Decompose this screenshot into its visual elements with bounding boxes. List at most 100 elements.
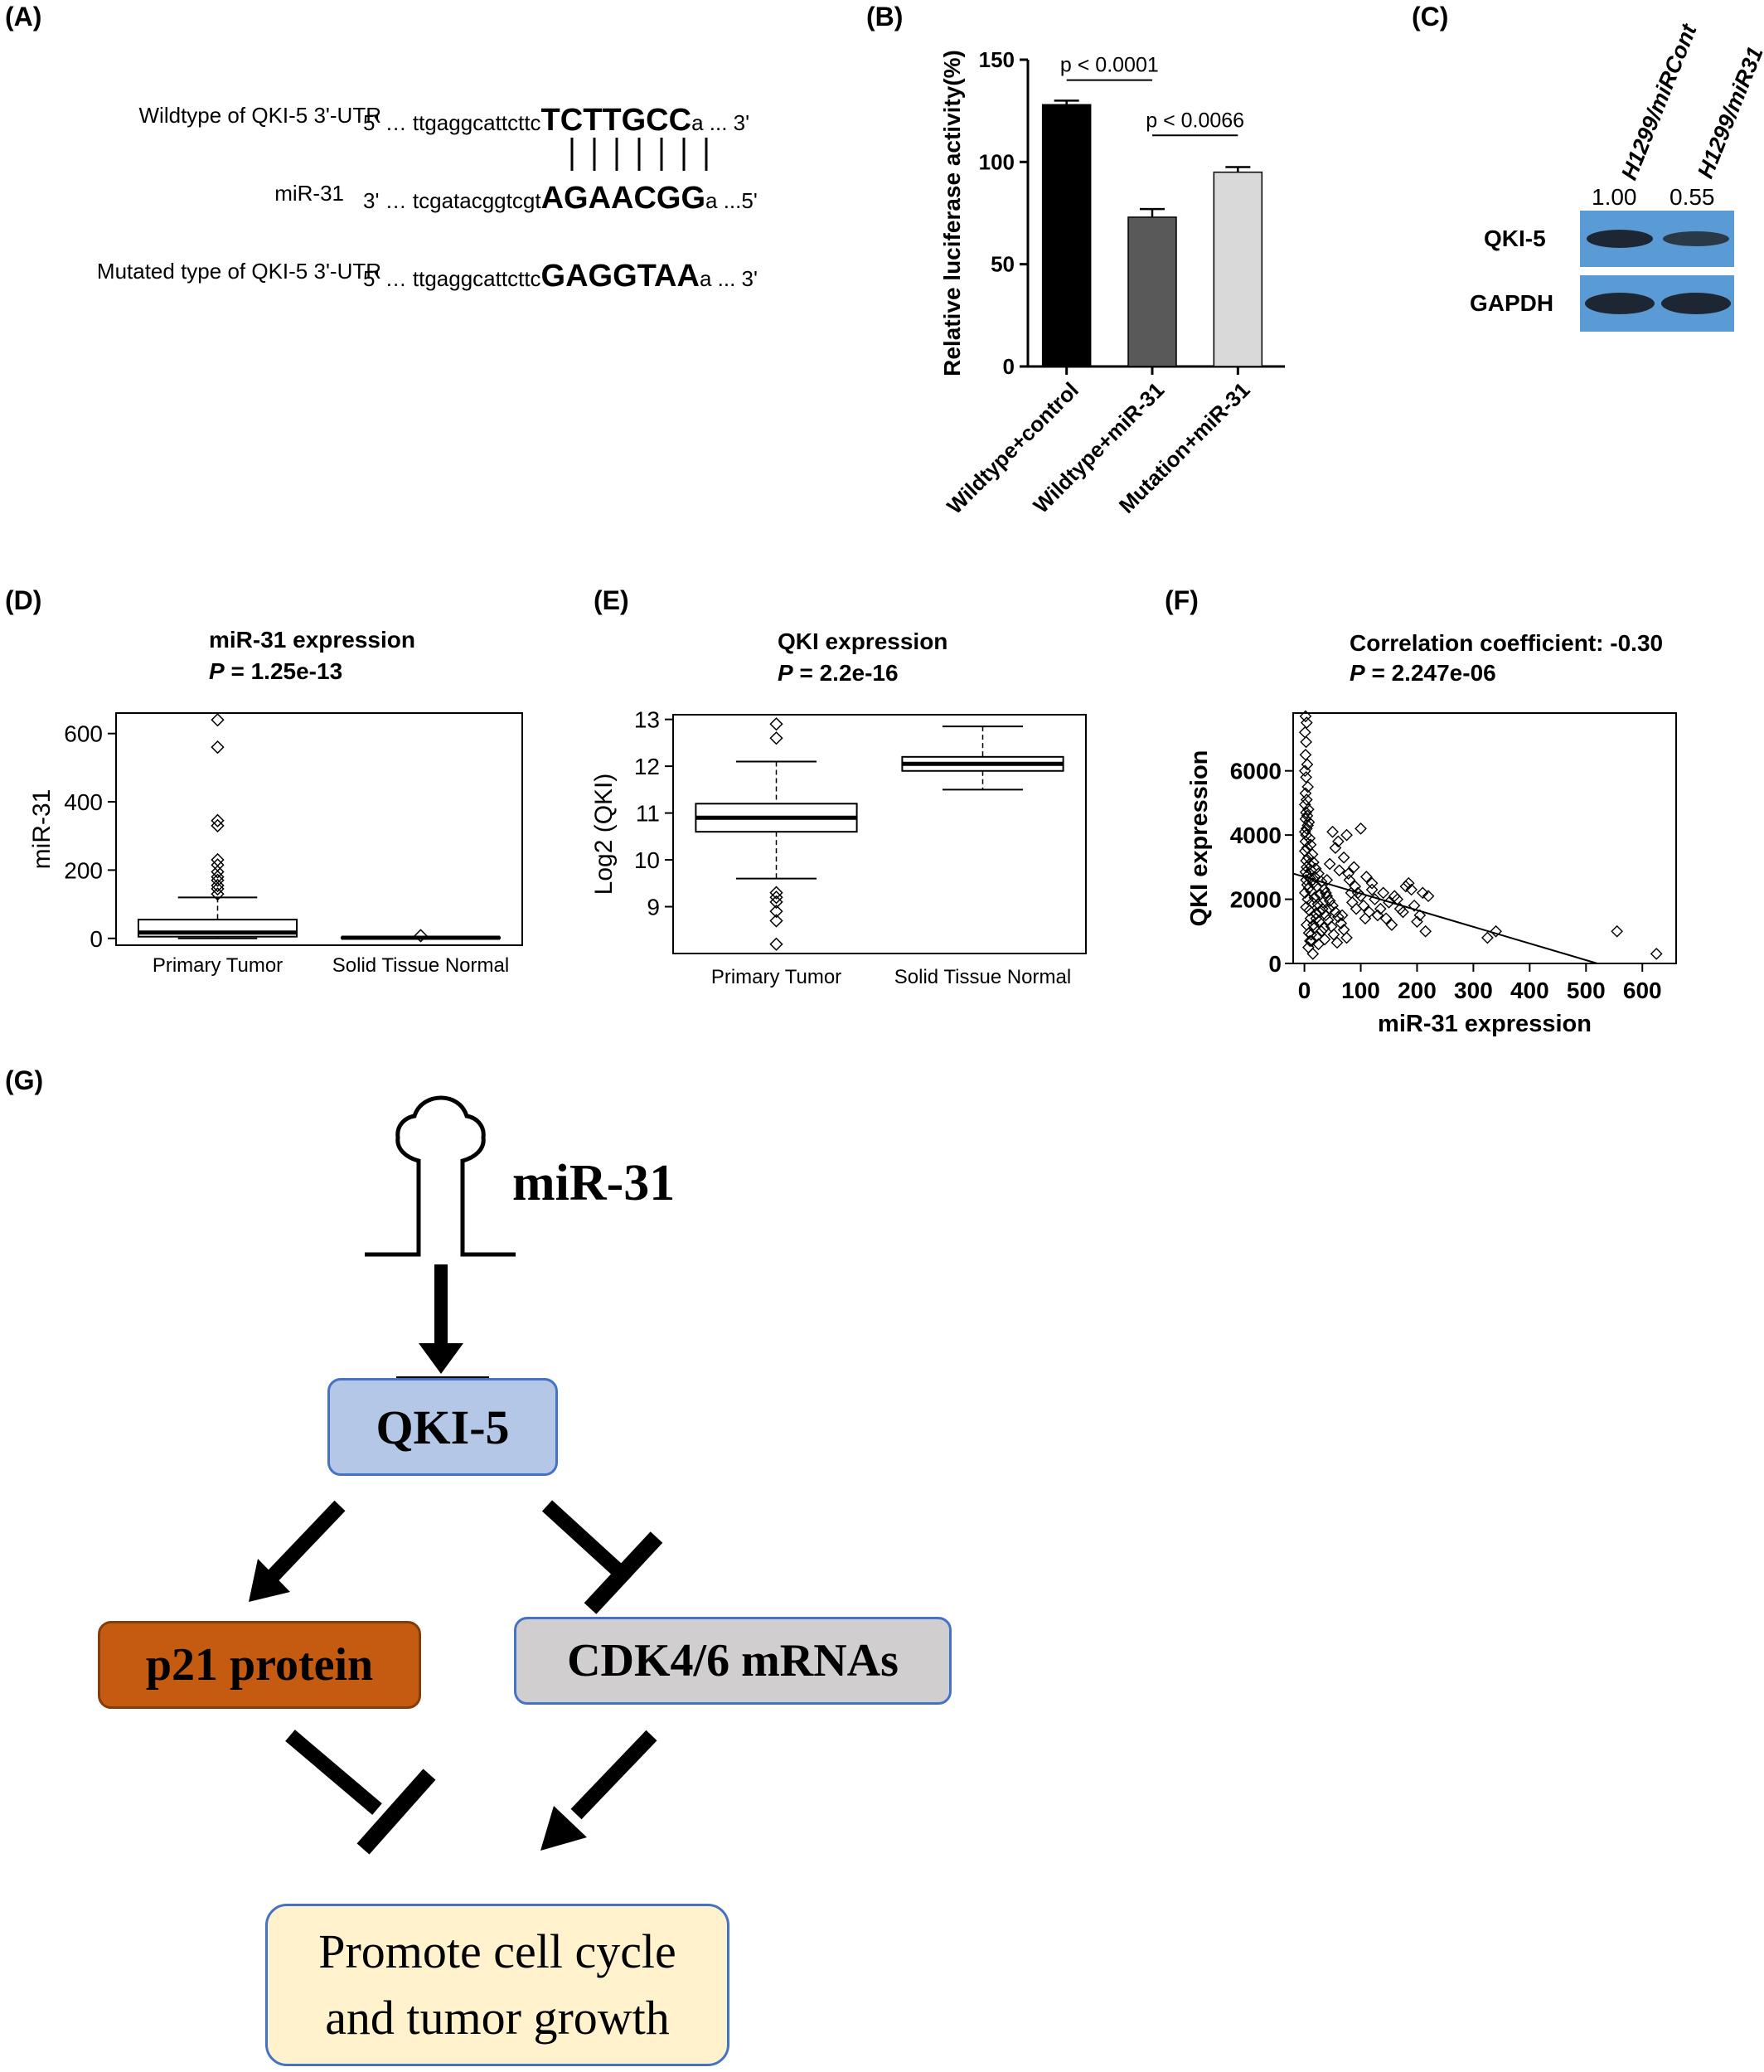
y-tick-label: 2000 [1230,887,1282,913]
data-point [1306,948,1320,960]
data-point [1379,912,1393,925]
lane-label-control: H1299/miRCont [1616,20,1702,184]
x-tick-label: 200 [1398,978,1437,1003]
data-point [1304,838,1317,852]
panel-b-label: (B) [866,2,904,32]
x-tick-label: 600 [1623,978,1662,1003]
panel-e-label: (E) [594,585,629,615]
outlier-point [211,881,225,896]
y-axis-label: QKI expression [1186,750,1213,927]
seq-suffix: a ...5' [705,188,758,213]
y-tick-label: 0 [1268,951,1282,977]
regression-line [1292,872,1598,964]
seq-suffix: a ... 3' [699,266,758,291]
panel-e-title: QKI expression [778,628,948,654]
y-tick-label: 100 [979,149,1015,174]
band-qki5-control [1587,230,1653,248]
data-point [1300,735,1312,749]
data-point [1385,919,1398,931]
y-tick-label: 0 [90,926,103,952]
sig-label: p < 0.0001 [1060,54,1159,77]
data-point [1301,758,1314,771]
arrow-cdk-outcome-head [540,1806,587,1851]
panel-c-label: (C) [1412,2,1449,32]
data-point [1326,825,1339,838]
panel-g-label: (G) [5,1065,44,1095]
data-point [1331,835,1345,848]
data-point [1397,905,1409,919]
outlier-point [769,717,783,731]
data-point [1422,890,1435,903]
data-point [1354,822,1367,835]
outlier-point [211,852,225,867]
panel-d-pvalue: P = 1.25e-13 [209,658,343,684]
data-point [1359,871,1373,883]
data-point [1333,864,1346,877]
arrow-qki-p21-shaft [266,1500,346,1583]
seq-row-mir-name: miR-31 [274,181,344,206]
data-point [1310,912,1323,925]
arrow-qki-p21-head [249,1559,290,1602]
lane-label-mir31: H1299/miR31 [1693,43,1764,182]
data-point [1329,842,1342,854]
seq-prefix: … ttgaggcattcttc [385,266,541,291]
seq-end: 5' [363,266,380,291]
base-pair-lines [570,138,708,171]
y-tick-label: 12 [634,754,660,779]
outlier-point [769,731,783,745]
y-axis-label: Log2 (QKI) [590,774,618,895]
inhibit-p21-outcome-shaft [285,1730,382,1815]
data-point [1335,909,1349,922]
seq-suffix: a ... 3' [691,110,750,135]
ratio-control: 1.00 [1592,184,1637,210]
panel-a-sequences: Wildtype of QKI-5 3'-UTR 5' … ttgaggcatt… [0,0,796,298]
data-point [1300,900,1312,914]
data-point [1298,798,1311,811]
data-point [1302,816,1316,828]
data-point [1365,883,1379,896]
data-point [1303,904,1316,917]
data-point [1301,780,1315,793]
data-point [1309,862,1322,876]
data-point [1311,898,1325,910]
x-tick-label: Primary Tumor [153,954,283,977]
data-point [1318,922,1330,934]
panel-d-label: (D) [5,585,42,615]
panel-e-pvalue: P = 2.2e-16 [778,660,899,686]
plot-frame [1292,712,1677,964]
seq-end: 3' [363,188,380,213]
panel-a-label: (A) [5,2,42,32]
ratio-mir31: 0.55 [1670,184,1715,210]
band-qki5-mir31 [1663,231,1729,246]
data-point [1307,919,1320,931]
data-point [1330,936,1344,949]
x-axis-label: miR-31 expression [1378,1011,1592,1037]
outlier-point [211,713,225,727]
data-point [1377,886,1390,900]
seq-end: 5' [363,110,380,135]
bar [1213,171,1263,367]
data-point [1301,819,1315,832]
data-point [1371,909,1384,922]
data-point [1300,771,1312,784]
y-axis-label: miR-31 [28,789,56,870]
data-point [1335,917,1348,929]
seq-prefix: … ttgaggcattcttc [385,110,541,135]
y-tick-label: 400 [64,789,103,815]
seq-prefix: … tcgatacggtcgt [385,188,541,213]
data-point [1323,857,1336,871]
data-point [1359,912,1372,925]
mirna-label: miR-31 [512,1155,676,1211]
data-point [1411,915,1423,929]
seq-seed: AGAACGG [540,181,706,216]
node-p21-protein: p21 protein [98,1621,421,1709]
data-point [1365,876,1379,890]
y-tick-label: 150 [979,47,1015,72]
sig-label: p < 0.0066 [1146,109,1244,132]
x-tick-label: 400 [1510,978,1549,1003]
x-tick-label: 500 [1567,978,1606,1003]
